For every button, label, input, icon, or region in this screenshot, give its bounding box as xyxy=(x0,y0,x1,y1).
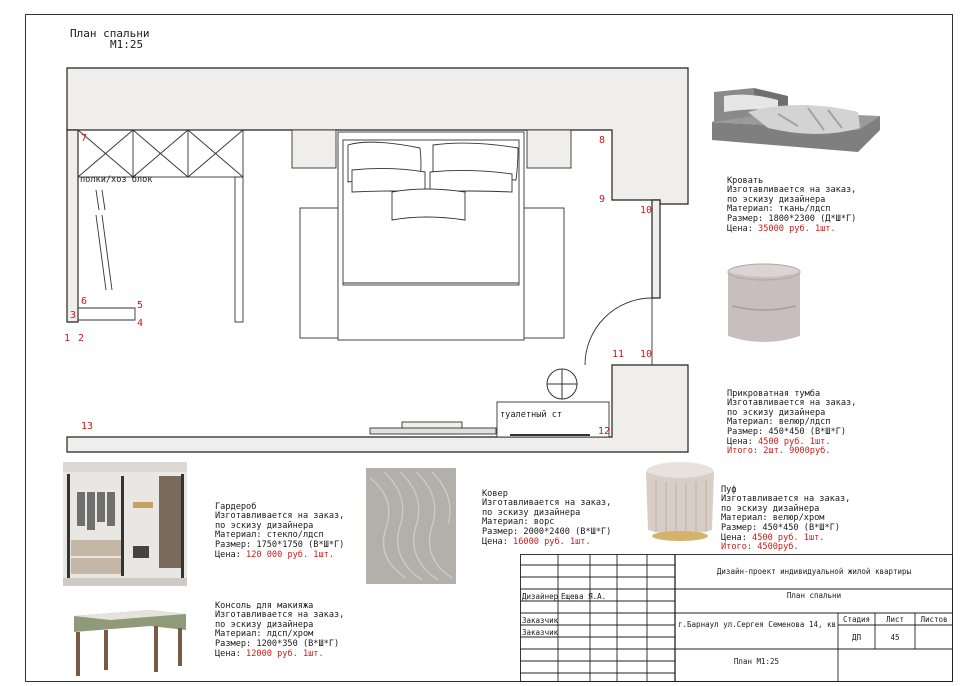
marker-5: 5 xyxy=(137,300,144,311)
title-block: Дизайн-проект индивидуальной жилой кварт… xyxy=(520,554,953,682)
marker-2: 2 xyxy=(78,333,85,344)
drawing-frame xyxy=(25,14,953,682)
marker-13: 13 xyxy=(81,421,94,432)
nightstand-price: 4500 руб. 1шт. xyxy=(758,436,831,447)
plan-scale: М1:25 xyxy=(110,38,144,51)
stamp-stage: ДП xyxy=(851,633,862,642)
marker-12: 12 xyxy=(598,426,611,437)
stamp-sheets-header: Листов xyxy=(920,615,948,624)
shelves-label: полки/хоз блок xyxy=(80,175,153,185)
pouf-image xyxy=(646,462,714,541)
stamp-customer-2: Заказчик xyxy=(522,628,558,637)
stamp-designer-label: Дизайнер xyxy=(522,592,558,601)
stamp-sheet-number: 45 xyxy=(890,633,900,642)
marker-3: 3 xyxy=(70,310,77,321)
marker-11: 11 xyxy=(612,349,625,360)
stamp-designer-name: Ещева Я.А. xyxy=(561,592,607,601)
bed-image xyxy=(712,88,880,152)
nightstand-image xyxy=(727,263,801,342)
marker-7: 7 xyxy=(81,133,88,144)
carpet-image xyxy=(366,468,456,584)
marker-10-bottom: 10 xyxy=(640,349,653,360)
marker-8: 8 xyxy=(599,135,606,146)
bed-price: 35000 руб. 1шт. xyxy=(758,223,836,234)
wardrobe-image xyxy=(63,462,187,586)
pouf-price: 4500 руб. 1шт. xyxy=(752,532,825,543)
stamp-address: г.Барнаул ул.Сергея Семенова 14, кв. ... xyxy=(678,620,836,629)
console-image xyxy=(74,610,186,676)
marker-9: 9 xyxy=(599,194,606,205)
carpet-price: 16000 руб. 1шт. xyxy=(513,536,591,547)
marker-10-top: 10 xyxy=(640,205,653,216)
stamp-sheet-header: Лист xyxy=(885,615,905,624)
marker-1: 1 xyxy=(64,333,71,344)
stamp-drawing-name: План М1:25 xyxy=(733,657,780,666)
nightstand-total: Итого: 2шт. 9000руб. xyxy=(727,446,831,457)
stamp-stage-header: Стадия xyxy=(842,615,871,624)
toilet-table-label: туалетный ст xyxy=(500,410,563,420)
pouf-total: Итого: 4500руб. xyxy=(721,542,799,553)
stamp-project: Дизайн-проект индивидуальной жилой кварт… xyxy=(716,567,912,576)
console-price: 12000 руб. 1шт. xyxy=(246,648,324,659)
marker-4: 4 xyxy=(137,318,144,329)
marker-6: 6 xyxy=(81,296,88,307)
stamp-sheet-name: План спальни xyxy=(786,591,842,600)
stamp-customer-1: Заказчик xyxy=(522,616,558,625)
wardrobe-price: 120 000 руб. 1шт. xyxy=(246,549,335,560)
plan-title: План спальни xyxy=(70,27,150,40)
